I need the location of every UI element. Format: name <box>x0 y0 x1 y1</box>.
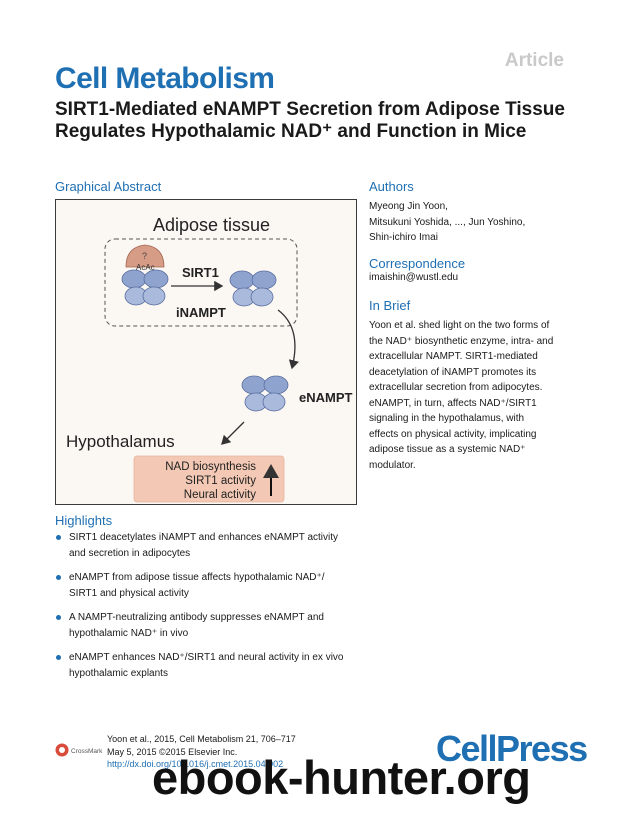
deacetylated-inampt-protein <box>229 270 277 307</box>
highlight-line: eNAMPT enhances NAD⁺/SIRT1 and neural ac… <box>69 652 344 663</box>
in-brief-text: Yoon et al. shed light on the two forms … <box>369 318 589 473</box>
citation-line: Yoon et al., 2015, Cell Metabolism 21, 7… <box>107 734 296 744</box>
adipocyte-boundary <box>104 238 298 327</box>
article-title: SIRT1-Mediated eNAMPT Secretion from Adi… <box>55 99 565 142</box>
question-mark: ? <box>142 251 147 261</box>
highlight-line: and secretion in adipocytes <box>69 547 191 559</box>
crossmark-icon: CrossMark <box>55 743 103 757</box>
copyright-line: May 5, 2015 ©2015 Elsevier Inc. <box>107 746 238 757</box>
in-brief-line: the NAD⁺ biosynthetic enzyme, intra- and <box>369 335 554 347</box>
highlight-line: hypothalamic explants <box>69 667 168 679</box>
to-hypothalamus-arrow <box>221 421 245 445</box>
in-brief-line: Yoon et al. shed light on the two forms … <box>369 320 550 331</box>
graphical-abstract-figure: Adipose tissue ? AcAc SIRT1 iNAMPT <box>55 199 357 505</box>
bullet-icon <box>56 655 61 660</box>
in-brief-line: deacetylation of iNAMPT promotes its <box>369 366 537 378</box>
highlight-item: eNAMPT enhances NAD⁺/SIRT1 and neural ac… <box>55 650 365 681</box>
journal-name: Cell Metabolism <box>55 62 275 95</box>
enampt-protein <box>241 375 289 412</box>
outcome-nad-biosynthesis: NAD biosynthesis <box>165 461 256 473</box>
bullet-icon <box>56 615 61 620</box>
highlight-line: eNAMPT from adipose tissue affects hypot… <box>69 572 325 583</box>
acetyl-groups-label: AcAc <box>136 263 155 272</box>
outcome-sirt1-activity: SIRT1 activity <box>185 475 256 487</box>
correspondence-heading: Correspondence <box>369 256 466 271</box>
hypothalamus-outcome-box <box>133 455 285 503</box>
highlight-line: SIRT1 deacetylates iNAMPT and enhances e… <box>69 532 339 543</box>
graphical-abstract-svg: Adipose tissue ? AcAc SIRT1 iNAMPT <box>56 200 356 504</box>
crossmark-text: CrossMark <box>71 748 103 755</box>
highlight-line: SIRT1 and physical activity <box>69 587 189 599</box>
crossmark-logo[interactable]: CrossMark <box>55 742 105 758</box>
authors-line: Shin-ichiro Imai <box>369 232 438 243</box>
cellpress-logo: CellPress <box>436 728 588 769</box>
in-brief-line: extracellular NAMPT. SIRT1-mediated <box>369 351 538 362</box>
bullet-icon <box>56 575 61 580</box>
highlight-item: A NAMPT-neutralizing antibody suppresses… <box>55 610 365 641</box>
authors-line: Mitsukuni Yoshida, ..., Jun Yoshino, <box>369 216 526 228</box>
highlight-line: A NAMPT-neutralizing antibody suppresses… <box>69 612 324 623</box>
citation-block: Yoon et al., 2015, Cell Metabolism 21, 7… <box>107 733 296 771</box>
acetylated-inampt-protein <box>121 244 169 306</box>
secretion-arrow <box>277 309 299 370</box>
in-brief-line: effects on physical activity, implicatin… <box>369 428 537 440</box>
outcome-neural-activity: Neural activity <box>184 489 256 501</box>
watermark-text: ebook-hunter.org <box>152 751 531 804</box>
in-brief-line: signaling in the hypothalamus, with <box>369 413 525 424</box>
article-type-label: Article <box>504 50 564 71</box>
authors-heading: Authors <box>369 179 414 194</box>
graphical-abstract-heading: Graphical Abstract <box>55 179 162 194</box>
inampt-label: iNAMPT <box>176 305 226 320</box>
highlight-item: SIRT1 deacetylates iNAMPT and enhances e… <box>55 530 365 561</box>
in-brief-line: adipose tissue as a systemic NAD⁺ <box>369 444 526 455</box>
authors-line: Myeong Jin Yoon, <box>369 201 448 212</box>
correspondence-email[interactable]: imaishin@wustl.edu <box>369 272 459 283</box>
highlight-line: hypothalamic NAD⁺ in vivo <box>69 627 189 639</box>
in-brief-line: eNAMPT, in turn, affects NAD⁺/SIRT1 <box>369 397 537 409</box>
sirt1-label: SIRT1 <box>182 265 219 280</box>
in-brief-line: extracellular secretion from adipocytes. <box>369 382 543 393</box>
hypothalamus-label: Hypothalamus <box>66 432 175 451</box>
highlights-list: SIRT1 deacetylates iNAMPT and enhances e… <box>55 530 365 690</box>
in-brief-line: modulator. <box>369 459 416 471</box>
enampt-label: eNAMPT <box>299 390 353 405</box>
doi-link[interactable]: http://dx.doi.org/10.1016/j.cmet.2015.04… <box>107 759 284 769</box>
in-brief-heading: In Brief <box>369 298 411 313</box>
adipose-tissue-label: Adipose tissue <box>153 215 270 235</box>
authors-list: Myeong Jin Yoon, Mitsukuni Yoshida, ...,… <box>369 199 584 246</box>
highlight-item: eNAMPT from adipose tissue affects hypot… <box>55 570 365 601</box>
bullet-icon <box>56 535 61 540</box>
highlights-heading: Highlights <box>55 513 113 528</box>
